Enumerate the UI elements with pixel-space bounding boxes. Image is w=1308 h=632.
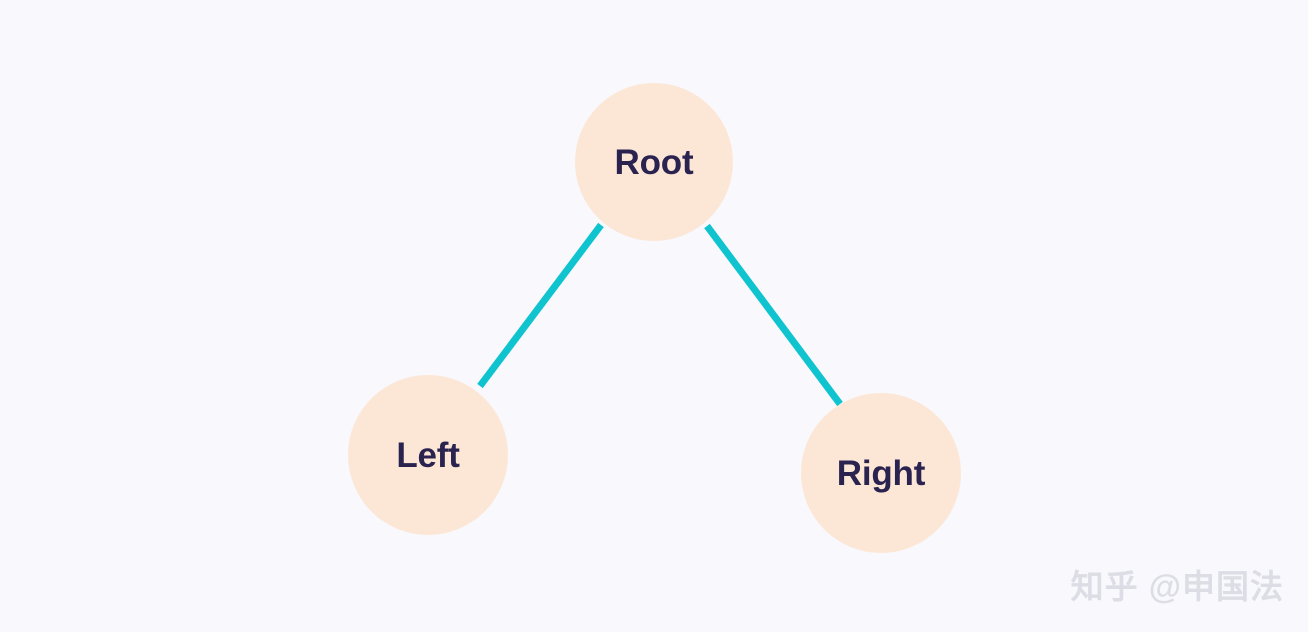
tree-node-right-label: Right	[836, 453, 926, 493]
tree-node-root-label: Root	[614, 142, 694, 182]
tree-node-left-label: Left	[396, 435, 460, 475]
tree-node-left[interactable]: Left	[348, 375, 508, 535]
edge-root-to-right	[704, 223, 843, 407]
tree-node-right[interactable]: Right	[801, 393, 961, 553]
watermark-text: 知乎 @申国法	[1070, 568, 1284, 605]
tree-node-root[interactable]: Root	[575, 83, 733, 241]
edge-root-to-left	[477, 222, 604, 389]
